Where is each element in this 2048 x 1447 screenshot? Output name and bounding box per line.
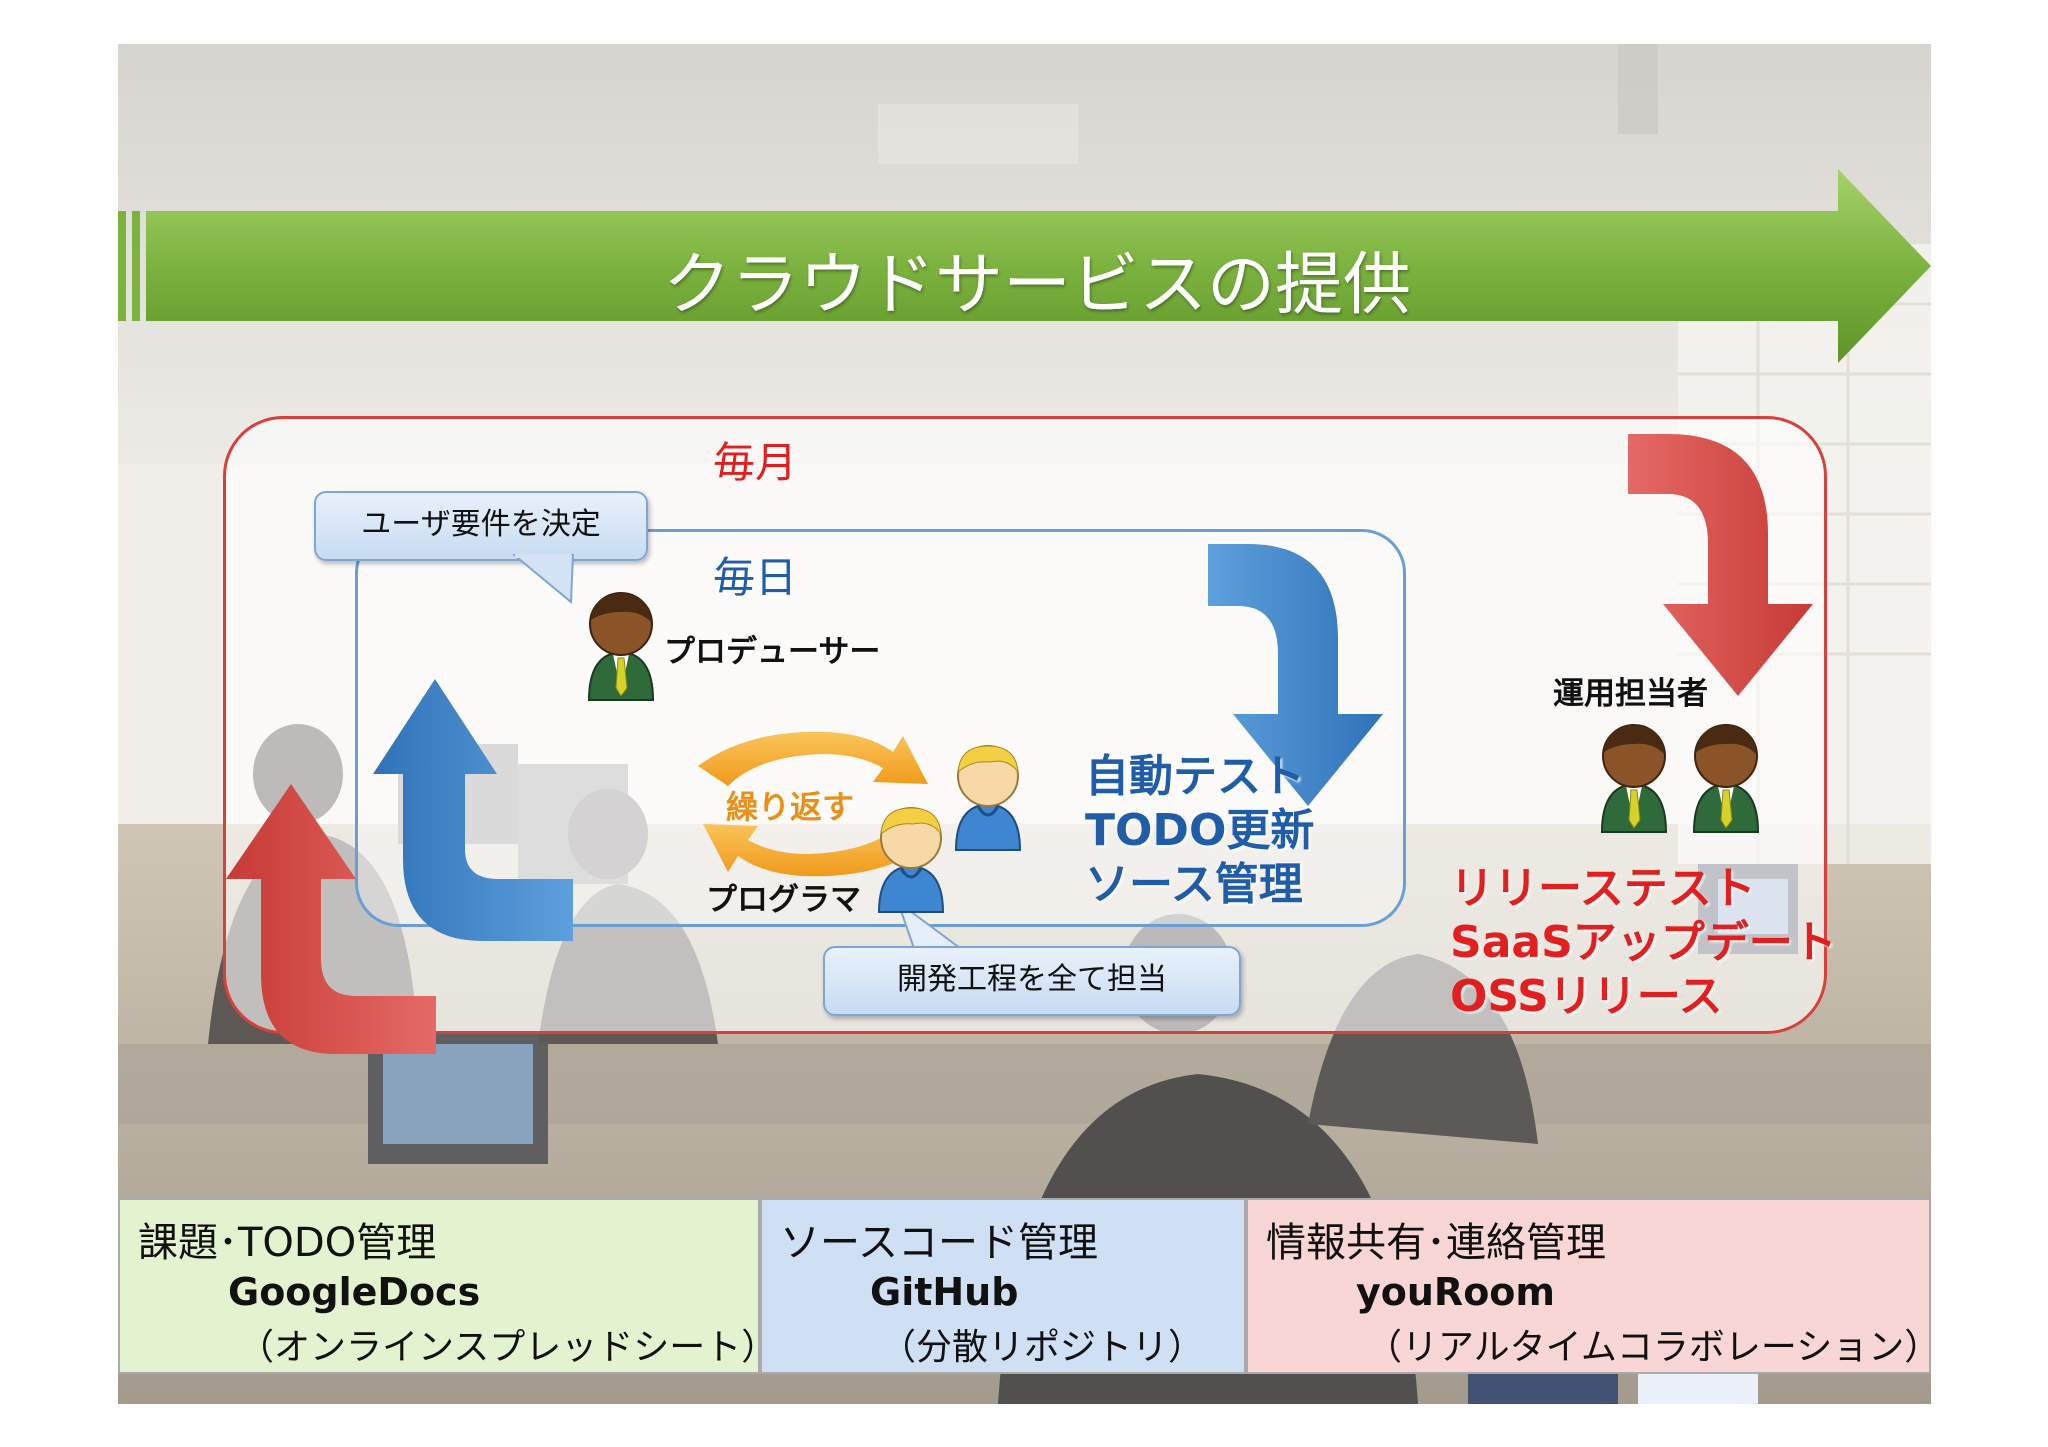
- monthly-task-item: OSSリリース: [1450, 971, 1723, 1022]
- tool-description: （分散リポジトリ）: [880, 1327, 1205, 1368]
- tool-name: GoogleDocs: [228, 1270, 481, 1314]
- tool-box-source: ソースコード管理 GitHub （分散リポジトリ）: [760, 1198, 1246, 1374]
- daily-task-list: 自動テスト TODO更新 ソース管理: [1085, 750, 1314, 912]
- monthly-task-item: リリーステスト: [1450, 863, 1756, 914]
- programmer-person-icon: [954, 745, 1022, 851]
- tool-box-collaboration: 情報共有･連絡管理 youRoom （リアルタイムコラボレーション）: [1246, 1198, 1931, 1374]
- monthly-arrow-down-icon: [1628, 434, 1813, 696]
- operator-label: 運用担当者: [1553, 676, 1708, 712]
- producer-person-icon: [587, 592, 655, 701]
- tool-description: （オンラインスプレッドシート）: [238, 1327, 778, 1368]
- development-callout: 開発工程を全て担当: [823, 946, 1241, 1016]
- tool-title: 課題･TODO管理: [138, 1220, 437, 1266]
- producer-label: プロデューサー: [664, 634, 881, 670]
- programmer-person-icon: [877, 807, 945, 913]
- tool-name: GitHub: [870, 1270, 1019, 1314]
- daily-task-item: ソース管理: [1085, 859, 1303, 910]
- slide: クラウドサービスの提供 毎月 毎日 繰り返す ユーザ要件を決定: [118, 44, 1931, 1404]
- monthly-task-list: リリーステスト SaaSアップデート OSSリリース: [1450, 862, 1837, 1024]
- tool-title: ソースコード管理: [780, 1220, 1098, 1266]
- operator-person-icon: [1692, 724, 1760, 833]
- monthly-label: 毎月: [713, 438, 798, 487]
- tool-title: 情報共有･連絡管理: [1266, 1220, 1606, 1266]
- repeat-label: 繰り返す: [726, 788, 855, 826]
- banner-title: クラウドサービスの提供: [663, 246, 1412, 325]
- programmer-label: プログラマ: [706, 882, 861, 918]
- tool-description: （リアルタイムコラボレーション）: [1366, 1327, 1931, 1368]
- user-requirements-text: ユーザ要件を決定: [361, 507, 601, 542]
- monthly-task-item: SaaSアップデート: [1450, 917, 1837, 968]
- repeat-cycle-icon: [698, 731, 933, 877]
- daily-label: 毎日: [713, 553, 798, 602]
- development-text: 開発工程を全て担当: [897, 962, 1167, 997]
- callout-pointer-icon: [513, 554, 575, 604]
- operator-person-icon: [1600, 724, 1668, 833]
- tool-box-todo: 課題･TODO管理 GoogleDocs （オンラインスプレッドシート）: [118, 1198, 777, 1374]
- tool-name: youRoom: [1356, 1270, 1555, 1314]
- banner-arrow: [118, 169, 1931, 363]
- daily-arrow-down-icon: [1208, 544, 1383, 806]
- daily-arrow-up-icon: [373, 679, 573, 941]
- monthly-arrow-up-icon: [226, 784, 436, 1054]
- daily-task-item: 自動テスト: [1085, 751, 1305, 802]
- daily-task-item: TODO更新: [1085, 805, 1315, 856]
- user-requirements-callout: ユーザ要件を決定: [314, 491, 648, 561]
